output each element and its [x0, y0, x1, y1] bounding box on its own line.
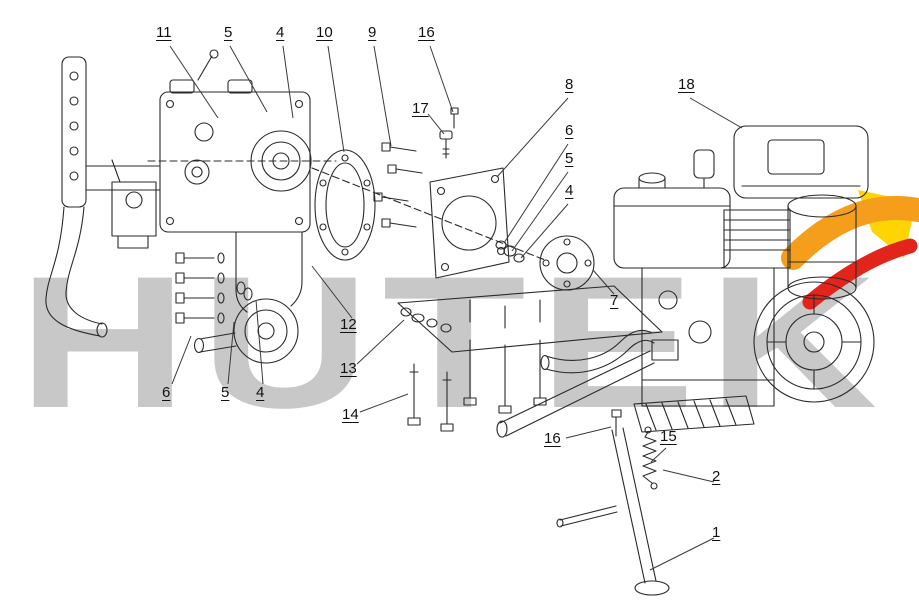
leader-line-14 — [359, 393, 409, 413]
leader-line-17 — [427, 113, 445, 135]
brand-swoosh-logo — [781, 190, 919, 310]
callout-label-18: 18 — [678, 76, 695, 93]
callout-label-14: 14 — [342, 406, 359, 423]
callout-label-9: 9 — [368, 24, 377, 41]
callout-label-6: 6 — [162, 384, 171, 401]
callout-label-6: 6 — [565, 122, 574, 139]
callout-label-2: 2 — [712, 468, 721, 485]
leader-line-10 — [327, 45, 345, 153]
leader-line-4 — [282, 45, 294, 119]
callout-label-13: 13 — [340, 360, 357, 377]
tension-spring — [642, 426, 658, 490]
callout-label-5: 5 — [221, 384, 230, 401]
leader-line-9 — [373, 45, 392, 147]
callout-label-1: 1 — [712, 524, 721, 541]
callout-label-16: 16 — [544, 430, 561, 447]
callout-label-4: 4 — [565, 182, 574, 199]
leader-line-12 — [311, 265, 353, 319]
callout-label-12: 12 — [340, 316, 357, 333]
leader-line-4 — [520, 203, 569, 259]
oval-gasket — [314, 149, 376, 261]
leader-line-16 — [429, 45, 454, 113]
leader-line-4 — [255, 299, 264, 385]
leader-line-11 — [169, 45, 219, 119]
callout-label-4: 4 — [256, 384, 265, 401]
engine — [611, 125, 875, 437]
swoosh-orange-shape — [781, 196, 919, 270]
callout-label-16: 16 — [418, 24, 435, 41]
callout-label-8: 8 — [565, 76, 574, 93]
callout-label-11: 11 — [156, 24, 172, 41]
leader-line-8 — [496, 97, 569, 178]
callout-label-7: 7 — [610, 292, 619, 309]
leader-line-6 — [171, 335, 192, 385]
callout-label-5: 5 — [565, 150, 574, 167]
callout-label-4: 4 — [276, 24, 285, 41]
bolt-set-left — [175, 252, 253, 324]
leader-line-2 — [662, 469, 715, 483]
swoosh-red-shape — [802, 238, 918, 310]
leader-line-5 — [227, 321, 235, 385]
callout-label-15: 15 — [660, 428, 677, 445]
leader-line-16 — [565, 426, 612, 439]
callout-label-17: 17 — [412, 100, 429, 117]
bolt-16-and-17 — [439, 107, 459, 159]
leader-line-5 — [229, 45, 268, 113]
leader-line-18 — [689, 97, 743, 129]
leader-line-15 — [650, 447, 667, 463]
leader-line-5 — [511, 171, 569, 252]
washer-stack — [495, 240, 525, 263]
leader-line-7 — [592, 269, 615, 295]
watermark-text: HUTEK — [18, 237, 890, 447]
callout-label-10: 10 — [316, 24, 333, 41]
leader-line-13 — [356, 319, 405, 365]
stand-leg — [556, 427, 670, 596]
gearbox — [147, 49, 337, 364]
leader-line-1 — [649, 537, 715, 571]
leader-line-6 — [503, 143, 569, 244]
adapter-plate — [429, 167, 510, 279]
mounting-bracket — [45, 56, 161, 338]
callout-label-5: 5 — [224, 24, 233, 41]
